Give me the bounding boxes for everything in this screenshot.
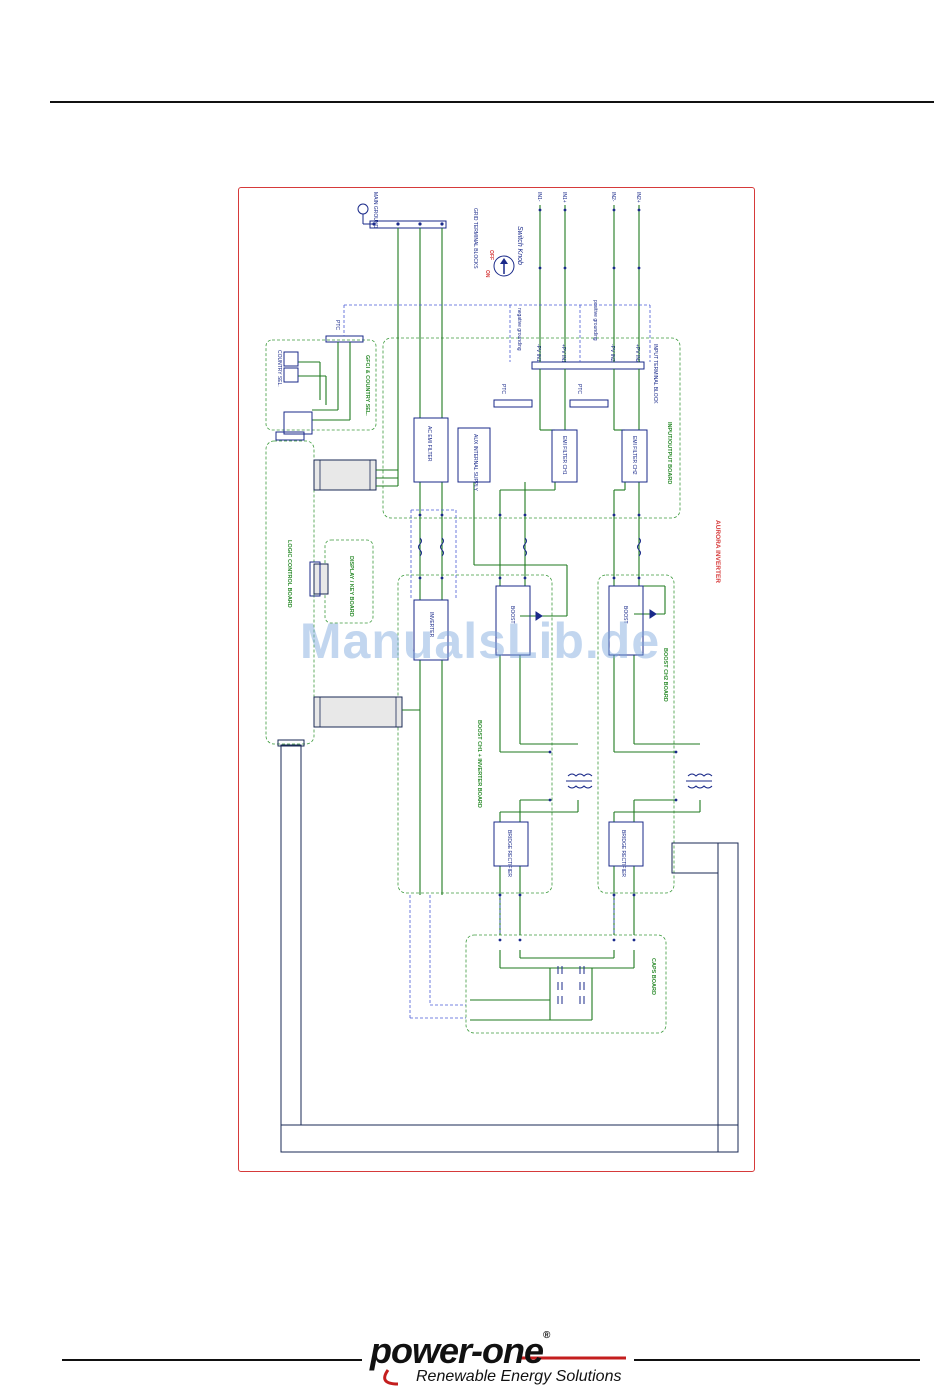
aurora-inverter-label: AURORA INVERTER bbox=[714, 520, 721, 583]
inverter-label: INVERTER bbox=[428, 612, 434, 638]
board-input-output bbox=[382, 337, 681, 519]
input-output-board-label: INPUT/OUTPUT BOARD bbox=[666, 422, 672, 484]
board-boost-ch1 bbox=[397, 574, 553, 894]
conduit-left-cap bbox=[277, 739, 305, 747]
pv-in2-neg-label: -PV IN2 bbox=[609, 344, 615, 362]
emi-filter-ch1-label: EMI FILTER CH1 bbox=[561, 436, 567, 475]
ribbon-inverter bbox=[313, 696, 403, 728]
negative-grounding-label: negative grounding bbox=[516, 308, 522, 351]
inductor-ac-1 bbox=[418, 537, 422, 557]
transformer-1-icon bbox=[566, 773, 593, 789]
bridge-rectifier-1-label: BRIDGE RECTIFIER bbox=[506, 830, 512, 877]
display-key-board-label: DISPLAY / KEY BOARD bbox=[348, 556, 354, 617]
input-terminal-block bbox=[531, 361, 645, 370]
boost-2-label: BOOST bbox=[622, 606, 628, 624]
ac-emi-filter-block bbox=[413, 417, 449, 483]
logo-tagline: Renewable Energy Solutions bbox=[416, 1368, 622, 1385]
conduit-right-cap bbox=[671, 842, 719, 874]
ribbon-display bbox=[313, 563, 329, 595]
in2-pos-label: IN2+ bbox=[635, 192, 641, 203]
input-terminal-block-label: INPUT TERMINAL BLOCK bbox=[652, 344, 658, 404]
footer-rule-left bbox=[62, 1359, 362, 1361]
conduit-right bbox=[717, 842, 739, 1153]
boost-1-block bbox=[495, 585, 531, 656]
diode-boost-1 bbox=[535, 611, 543, 621]
logic-control-board-label: LOGIC CONTROL BOARD bbox=[286, 540, 292, 608]
gfci-country-board-label: GFCI & COUNTRY SEL. bbox=[364, 355, 370, 416]
off-label: OFF bbox=[488, 250, 494, 260]
inverter-block bbox=[413, 599, 449, 661]
emi-filter-ch1-block bbox=[551, 429, 578, 483]
inductor-ch1 bbox=[523, 537, 527, 557]
conduit-left bbox=[280, 744, 302, 1126]
pv-in2-pos-label: +PV IN2 bbox=[634, 344, 640, 363]
gfci-terminal-block bbox=[325, 335, 364, 343]
footer-rule-right bbox=[634, 1359, 920, 1361]
board-gfci bbox=[265, 339, 377, 431]
conduit-bottom bbox=[280, 1124, 739, 1153]
country-sel-switch-2 bbox=[283, 367, 299, 383]
emi-filter-ch2-label: EMI FILTER CH2 bbox=[631, 436, 637, 475]
top-rule bbox=[50, 101, 934, 103]
boost-1-label: BOOST bbox=[509, 606, 515, 624]
pv-in1-neg-label: -PV IN1 bbox=[535, 344, 541, 362]
main-ground-icon bbox=[357, 203, 374, 225]
switch-knob-icon bbox=[493, 255, 515, 277]
ptc-label-1: PTC bbox=[500, 384, 506, 394]
in2-neg-label: IN2- bbox=[610, 192, 616, 202]
ac-emi-filter-label: AC EMI FILTER bbox=[426, 426, 432, 462]
pv-in1-pos-label: +PV IN1 bbox=[560, 344, 566, 363]
gfci-connector-2 bbox=[275, 431, 305, 441]
on-label: ON bbox=[484, 270, 490, 278]
aux-supply-block bbox=[457, 427, 491, 483]
diode-boost-2 bbox=[649, 609, 657, 619]
ribbon-io bbox=[313, 459, 377, 491]
logo-swoosh-icon bbox=[383, 1356, 626, 1386]
positive-grounding-label: positive grounding bbox=[592, 300, 598, 341]
ptc-label-2: PTC bbox=[576, 384, 582, 394]
transformer-2-icon bbox=[686, 773, 713, 789]
board-caps bbox=[465, 934, 667, 1034]
emi-filter-ch2-block bbox=[621, 429, 648, 483]
gfci-connector bbox=[283, 411, 313, 435]
country-sel-label: COUNTRY SEL. bbox=[276, 350, 282, 387]
caps-board-label: CAPS BOARD bbox=[650, 958, 656, 995]
board-boost-ch2 bbox=[597, 574, 675, 894]
power-one-logo: power-one® Renewable Energy Solutions bbox=[368, 1330, 630, 1386]
watermark: ManualsLib.de bbox=[299, 613, 661, 669]
grid-terminal-blocks-label: GRID TERMINAL BLOCKS bbox=[472, 208, 478, 269]
aux-supply-label: AUX INTERNAL SUPPLY bbox=[472, 434, 478, 492]
in1-neg-label: IN1- bbox=[536, 192, 542, 202]
boost-2-block bbox=[608, 585, 644, 656]
ptc-ch1-block bbox=[493, 399, 533, 408]
diagram-frame bbox=[238, 187, 755, 1172]
inductor-ac-2 bbox=[440, 537, 444, 557]
switch-knob-label: Switch Knob bbox=[516, 226, 523, 265]
bridge-rectifier-2-label: BRIDGE RECTIFIER bbox=[620, 830, 626, 877]
logo-wordmark: power-one® bbox=[370, 1330, 550, 1371]
display-connector bbox=[309, 561, 321, 597]
in1-pos-label: IN1+ bbox=[561, 192, 567, 203]
capacitor-bank bbox=[557, 966, 585, 1004]
grid-terminal-block bbox=[369, 220, 447, 229]
boost-ch1-inverter-label: BOOST CH1 + INVERTER BOARD bbox=[476, 720, 482, 808]
inductor-ch2 bbox=[637, 537, 641, 557]
country-sel-switch-1 bbox=[283, 351, 299, 367]
bridge-rectifier-2-block bbox=[608, 821, 644, 867]
boost-ch2-board-label: BOOST CH2 BOARD bbox=[662, 648, 668, 702]
bridge-rectifier-1-block bbox=[493, 821, 529, 867]
main-ground-label: MAIN GROUND bbox=[372, 192, 378, 229]
ptc-label-3: PTC bbox=[334, 320, 340, 330]
ptc-ch2-block bbox=[569, 399, 609, 408]
